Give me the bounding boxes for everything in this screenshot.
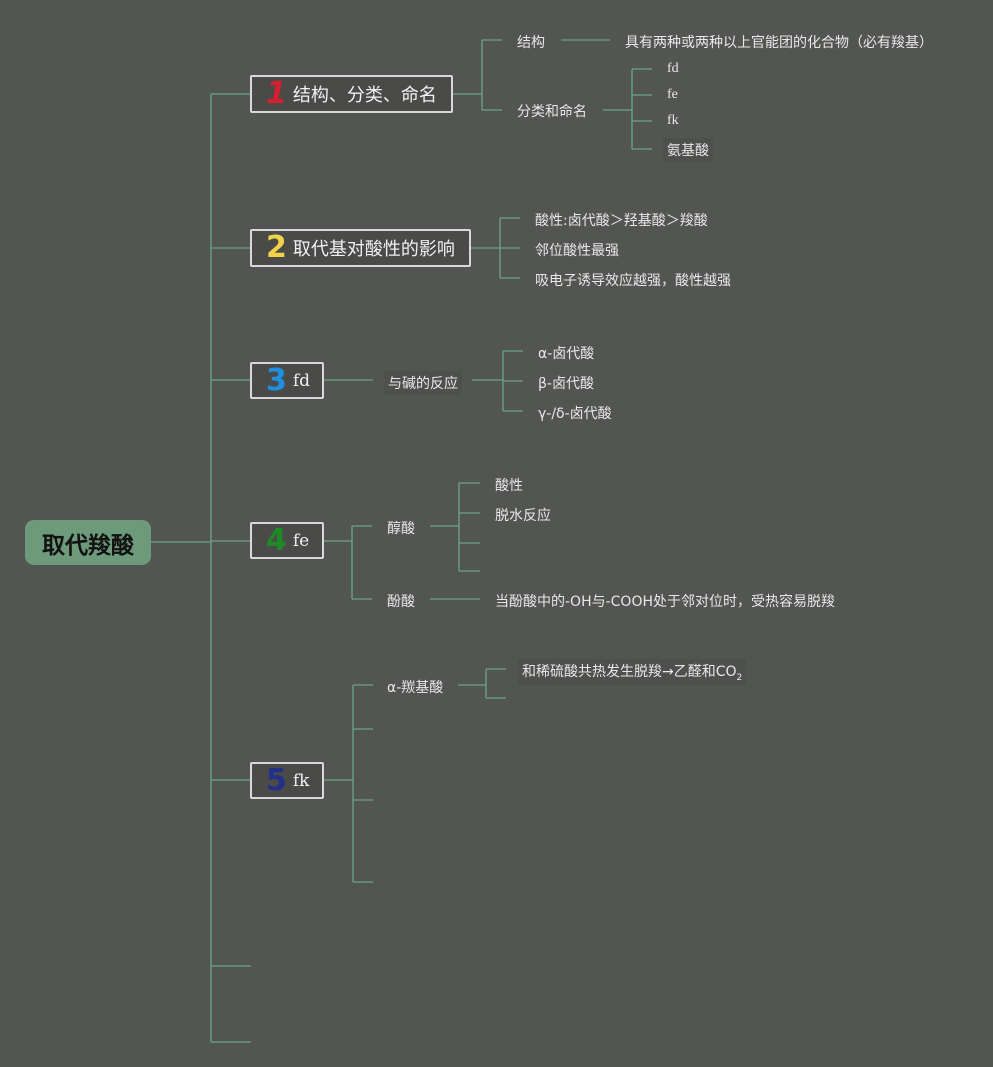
- node-gamma-delta-halo-acid[interactable]: γ-/δ-卤代酸: [538, 406, 612, 422]
- number-5-icon: 5: [266, 762, 287, 798]
- number-2-icon: 2: [266, 230, 287, 265]
- node-alpha-halo-acid[interactable]: α-卤代酸: [538, 346, 595, 362]
- node-alpha-keto-detail-text: 和稀硫酸共热发生脱羧→乙醛和CO: [522, 664, 737, 680]
- node-class-fd[interactable]: fd: [667, 61, 679, 76]
- node-alcohol-acidity[interactable]: 酸性: [495, 478, 523, 494]
- topic-4-label: fe: [292, 530, 310, 551]
- node-classification[interactable]: 分类和命名: [517, 104, 587, 120]
- node-beta-halo-acid[interactable]: β-卤代酸: [538, 376, 594, 392]
- node-alpha-keto-detail[interactable]: 和稀硫酸共热发生脱羧→乙醛和CO2: [518, 659, 747, 685]
- topic-1-box[interactable]: 1 结构、分类、命名: [250, 75, 453, 113]
- node-dehydration[interactable]: 脱水反应: [495, 508, 551, 524]
- node-class-amino-acid[interactable]: 氨基酸: [663, 138, 713, 162]
- number-4-icon: 4: [266, 522, 287, 558]
- topic-5-box[interactable]: 5 fk: [250, 762, 324, 799]
- topic-1-label: 结构、分类、命名: [292, 85, 437, 106]
- topic-3-label: fd: [292, 370, 311, 391]
- node-ortho-strongest[interactable]: 邻位酸性最强: [535, 243, 619, 259]
- node-alcohol-acid[interactable]: 醇酸: [387, 521, 415, 537]
- topic-4-box[interactable]: 4 fe: [250, 522, 324, 559]
- root-topic[interactable]: 取代羧酸: [25, 520, 151, 565]
- topic-3-box[interactable]: 3 fd: [250, 362, 324, 399]
- node-structure[interactable]: 结构: [517, 35, 545, 51]
- node-acidity-order[interactable]: 酸性:卤代酸＞羟基酸＞羧酸: [535, 213, 708, 229]
- node-base-reaction[interactable]: 与碱的反应: [384, 371, 462, 395]
- topic-2-box[interactable]: 2 取代基对酸性的影响: [250, 229, 471, 267]
- number-1-icon: 1: [266, 76, 287, 111]
- node-phenol-acid[interactable]: 酚酸: [387, 594, 415, 610]
- node-phenol-detail[interactable]: 当酚酸中的-OH与-COOH处于邻对位时，受热容易脱羧: [495, 594, 835, 610]
- node-induction-effect[interactable]: 吸电子诱导效应越强，酸性越强: [535, 273, 731, 289]
- topic-2-label: 取代基对酸性的影响: [292, 239, 455, 260]
- number-3-icon: 3: [266, 362, 287, 398]
- node-class-fe[interactable]: fe: [667, 87, 678, 102]
- node-class-fk[interactable]: fk: [667, 113, 679, 128]
- node-alpha-keto-acid[interactable]: α-羰基酸: [387, 680, 444, 696]
- topic-5-label: fk: [292, 770, 310, 791]
- node-alpha-keto-detail-subscript: 2: [736, 672, 743, 683]
- node-structure-detail[interactable]: 具有两种或两种以上官能团的化合物（必有羧基）: [625, 35, 933, 51]
